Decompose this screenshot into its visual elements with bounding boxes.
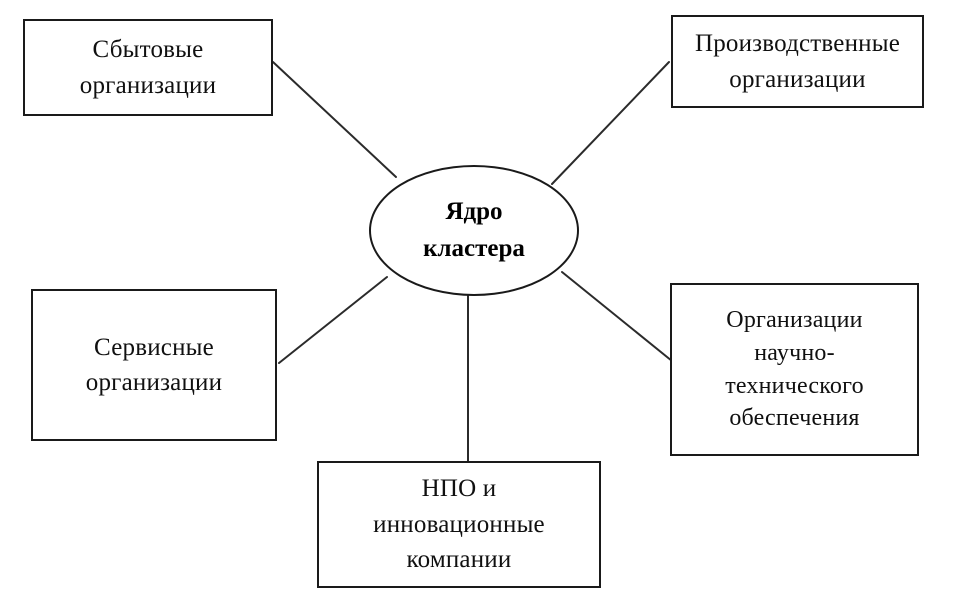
node-service-line-2: организации (85, 369, 223, 396)
node-npo-line-2: инновационные (373, 510, 545, 538)
node-service-line-1: Сервисные (94, 333, 214, 361)
node-sales-line-2: организации (79, 71, 217, 99)
connector-service-to-core (278, 276, 388, 364)
node-science-line-3: технического (725, 372, 864, 399)
node-core-line-2: кластера (423, 234, 525, 262)
node-core-line-1: Ядро (445, 198, 503, 226)
node-service-organizations[interactable]: Сервисные организации (31, 289, 277, 441)
node-production-line-1: Производственные (694, 30, 901, 57)
node-production-line-2: организации (729, 65, 866, 93)
node-science-line-2: научно- (754, 339, 835, 366)
connector-science-to-core (561, 271, 673, 362)
node-npo-line-1: НПО и (421, 475, 497, 503)
node-science-line-4: обеспечения (729, 405, 860, 432)
node-sales-organizations[interactable]: Сбытовые организации (23, 19, 273, 116)
node-sales-line-1: Сбытовые (92, 36, 204, 63)
node-science-line-1: Организации (726, 307, 863, 334)
node-npo-innovation-companies[interactable]: НПО и инновационные компании (317, 461, 601, 588)
node-science-technical-organizations[interactable]: Организации научно- технического обеспеч… (670, 283, 919, 456)
node-cluster-core[interactable]: Ядро кластера (369, 165, 579, 296)
node-production-organizations[interactable]: Производственные организации (671, 15, 924, 108)
connector-sales-to-core (272, 61, 397, 178)
node-npo-line-3: компании (406, 546, 512, 574)
connector-production-to-core (551, 61, 670, 185)
